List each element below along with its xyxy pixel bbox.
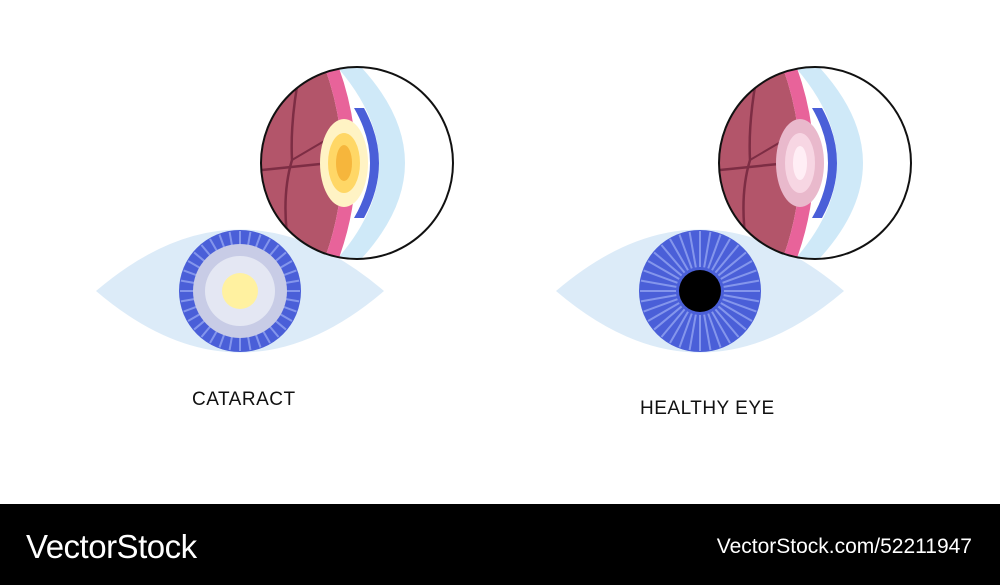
iris-spoke xyxy=(187,260,201,269)
iris-spoke xyxy=(660,308,686,338)
iris-spoke xyxy=(193,319,206,331)
iris-spoke xyxy=(711,238,731,271)
iris-spoke xyxy=(723,294,760,303)
iris-spoke xyxy=(678,234,693,269)
iris-spoke xyxy=(722,269,757,284)
iris-spoke xyxy=(193,251,206,263)
iris-spoke xyxy=(640,279,677,288)
iris-spoke xyxy=(279,260,293,269)
iris-spoke xyxy=(640,294,677,303)
iris-spoke xyxy=(653,251,683,277)
iris-spoke xyxy=(714,308,740,338)
iris-spoke xyxy=(268,325,280,338)
iris-spoke xyxy=(254,333,262,348)
iris-spoke xyxy=(279,313,293,322)
iris-spoke xyxy=(285,279,300,284)
iris-spoke xyxy=(262,238,271,252)
iris-spoke xyxy=(714,244,740,274)
iris-spoke xyxy=(282,269,297,277)
iris-spoke xyxy=(653,305,683,331)
iris-spoke xyxy=(200,325,212,338)
iris-spoke xyxy=(209,330,218,344)
iris-spoke xyxy=(247,336,252,351)
iris-spoke xyxy=(254,234,262,249)
iris-spoke xyxy=(669,311,689,344)
iris-spoke xyxy=(703,314,712,351)
iris-spoke xyxy=(688,314,697,351)
iris-spoke xyxy=(707,313,722,348)
iris-spoke xyxy=(218,333,226,348)
iris-spoke xyxy=(717,251,747,277)
healthy-eye-icon xyxy=(556,229,844,353)
iris-spoke xyxy=(228,336,233,351)
iris-spoke xyxy=(711,311,731,344)
healthy-lens-magnifier-icon xyxy=(718,66,912,260)
iris-spoke xyxy=(183,305,198,313)
iris-spoke xyxy=(707,234,722,269)
iris-spoke xyxy=(200,244,212,257)
iris-spoke xyxy=(180,298,195,303)
iris-spoke xyxy=(703,231,712,268)
iris-spoke xyxy=(180,279,195,284)
iris-spoke xyxy=(187,313,201,322)
iris-spoke xyxy=(717,305,747,331)
iris-spoke xyxy=(688,231,697,268)
iris-spoke xyxy=(218,234,226,249)
healthy-eye-label: HEALTHY EYE xyxy=(640,398,775,419)
brand-logo: VectorStock xyxy=(26,528,197,565)
iris-spoke xyxy=(183,269,198,277)
iris-spoke xyxy=(669,238,689,271)
iris-spoke xyxy=(282,305,297,313)
iris-spoke xyxy=(228,231,233,246)
iris-spoke xyxy=(285,298,300,303)
footer-bar: VectorStock VectorStock.com/52211947 xyxy=(0,504,1000,585)
iris-spoke xyxy=(247,231,252,246)
iris-spoke xyxy=(723,279,760,288)
iris-spoke xyxy=(722,298,757,313)
cataract-lens-magnifier-icon xyxy=(260,66,454,260)
iris-spoke xyxy=(262,330,271,344)
iris-spoke xyxy=(678,313,693,348)
iris-spoke xyxy=(660,244,686,274)
iris-spoke xyxy=(274,251,287,263)
cataract-label: CATARACT xyxy=(192,389,296,410)
iris-spoke xyxy=(720,302,753,322)
iris-spoke xyxy=(274,319,287,331)
iris-spoke xyxy=(647,302,680,322)
iris-spoke xyxy=(643,269,678,284)
eye-comparison-illustration xyxy=(96,66,912,353)
iris-spoke xyxy=(268,244,280,257)
cataract-eye-icon xyxy=(96,229,384,353)
iris-spoke xyxy=(209,238,218,252)
iris-spoke xyxy=(647,260,680,280)
iris-spoke xyxy=(720,260,753,280)
source-url: VectorStock.com/52211947 xyxy=(716,535,972,558)
iris-spoke xyxy=(643,298,678,313)
